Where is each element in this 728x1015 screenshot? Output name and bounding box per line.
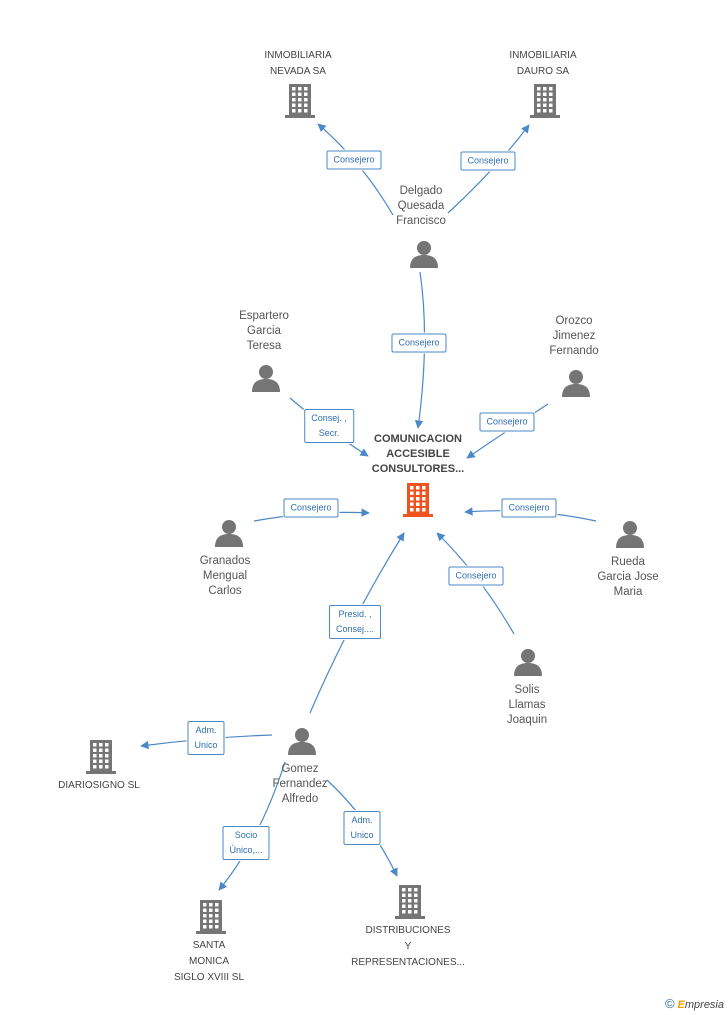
person-icon-espartero[interactable] — [252, 365, 280, 392]
building-icon-distribuciones[interactable] — [395, 885, 425, 919]
company-name-distribuciones-line: DISTRIBUCIONES — [365, 925, 451, 936]
person-name-solis-line: Joaquin — [506, 714, 548, 726]
brand-name: mpresia — [684, 999, 724, 1011]
person-name-delgado-line: Delgado — [399, 185, 443, 197]
edge-label-granados-comunicacion[interactable]: Consejero — [283, 498, 339, 518]
edge-label-espartero-comunicacion[interactable]: Consej. , Secr. — [304, 409, 354, 443]
edge-label-line: Presid. , — [338, 609, 372, 619]
edge-label-line: Consej.... — [335, 624, 375, 634]
person-icon-solis[interactable] — [514, 649, 542, 676]
person-name-gomez-line: Fernandez — [272, 778, 328, 790]
edge-label-line: Unico — [194, 740, 218, 750]
person-name-orozco-line: Orozco — [555, 315, 593, 327]
center-company-name-line: ACCESIBLE — [386, 448, 450, 460]
person-name-granados-line: Mengual — [202, 570, 248, 582]
company-name-inmob-nevada-line: INMOBILIARIA — [264, 50, 332, 61]
edge-label-delgado-inmob-nevada[interactable]: Consejero — [326, 150, 382, 170]
person-name-gomez-line: Gomez — [281, 763, 319, 775]
edge-label-line: Consejero — [398, 337, 440, 348]
center-building-icon[interactable] — [403, 483, 433, 517]
company-name-santa-monica-line: SANTA — [192, 940, 226, 951]
edge-label-solis-comunicacion[interactable]: Consejero — [448, 566, 504, 586]
company-name-distribuciones: DISTRIBUCIONES Y REPRESENTACIONES... — [351, 923, 465, 971]
building-icon-diariosigno[interactable] — [86, 740, 116, 774]
edge-label-line: Adm. — [195, 725, 217, 735]
edge-label-rueda-comunicacion[interactable]: Consejero — [501, 498, 557, 518]
person-name-orozco-line: Jimenez — [552, 330, 596, 342]
edge-label-line: Consejero — [333, 154, 375, 165]
building-icon-inmob-nevada[interactable] — [285, 84, 315, 118]
edge-label-orozco-comunicacion[interactable]: Consejero — [479, 412, 535, 432]
center-company-name: COMUNICACION ACCESIBLE CONSULTORES... — [372, 432, 465, 477]
company-name-inmob-dauro-line: INMOBILIARIA — [509, 50, 577, 61]
person-icon-gomez[interactable] — [288, 728, 316, 755]
edge-label-line: Consejero — [486, 416, 528, 427]
edge-label-line: Consej. , — [311, 413, 347, 423]
brand-footer: ©Empresia — [665, 996, 724, 1011]
edge-label-line: Consejero — [508, 502, 550, 513]
company-name-santa-monica-line: MONICA — [189, 956, 229, 967]
center-company-name-line: CONSULTORES... — [371, 463, 465, 475]
edge-label-line: Unico — [350, 830, 374, 840]
person-name-delgado-line: Francisco — [396, 215, 446, 227]
company-name-distribuciones-line: REPRESENTACIONES... — [351, 957, 465, 968]
company-name-distribuciones-line: Y — [404, 941, 412, 952]
person-name-rueda-line: Rueda — [611, 556, 645, 568]
edge-label-line: Adm. — [351, 815, 373, 825]
building-icon-santa-monica[interactable] — [196, 900, 226, 934]
edge-label-gomez-diariosigno[interactable]: Adm. Unico — [187, 721, 225, 755]
company-name-inmob-dauro: INMOBILIARIA DAURO SA — [509, 48, 576, 80]
company-name-santa-monica: SANTA MONICA SIGLO XVIII SL — [174, 938, 244, 986]
edge-label-gomez-comunicacion[interactable]: Presid. , Consej.... — [328, 605, 382, 639]
person-icon-rueda[interactable] — [616, 521, 644, 548]
person-name-granados-line: Granados — [199, 555, 251, 567]
center-company-name-line: COMUNICACION — [374, 433, 462, 445]
company-name-inmob-nevada-line: NEVADA SA — [270, 66, 326, 77]
person-name-gomez-line: Alfredo — [281, 793, 319, 805]
person-name-rueda-line: Garcia Jose — [597, 571, 659, 583]
edge-label-delgado-comunicacion[interactable]: Consejero — [391, 333, 447, 353]
company-name-diariosigno: DIARIOSIGNO SL — [58, 778, 140, 794]
person-icon-orozco[interactable] — [562, 370, 590, 397]
edge-label-delgado-inmob-dauro[interactable]: Consejero — [460, 151, 516, 171]
edge-label-line: Consejero — [290, 502, 332, 513]
building-icon-inmob-dauro[interactable] — [530, 84, 560, 118]
person-name-espartero-line: Garcia — [247, 325, 281, 337]
edge-label-line: Socio — [234, 830, 258, 840]
person-name-delgado-line: Quesada — [397, 200, 445, 212]
edge-label-gomez-distribuciones[interactable]: Adm. Unico — [343, 811, 381, 845]
person-name-solis-line: Solis — [514, 684, 540, 696]
person-name-granados-line: Carlos — [208, 585, 242, 597]
company-name-inmob-nevada: INMOBILIARIA NEVADA SA — [264, 48, 331, 80]
person-name-orozco-line: Fernando — [549, 345, 599, 357]
company-name-santa-monica-line: SIGLO XVIII SL — [173, 972, 245, 983]
edge-label-line: Único,... — [229, 845, 263, 855]
person-icon-granados[interactable] — [215, 520, 243, 547]
edge-label-line: Consejero — [455, 570, 497, 581]
edge-delgado-inmob-nevada — [317, 123, 394, 216]
brand-initial: E — [677, 999, 685, 1011]
person-name-espartero-line: Espartero — [239, 310, 289, 322]
person-name-solis-line: Llamas — [508, 699, 546, 711]
person-name-espartero-line: Teresa — [246, 340, 282, 352]
copyright-symbol: © — [664, 996, 675, 1011]
person-name-rueda-line: Maria — [613, 586, 643, 598]
person-icon-delgado[interactable] — [410, 241, 438, 268]
company-name-inmob-dauro-line: DAURO SA — [516, 66, 570, 77]
edge-label-line: Secr. — [318, 428, 340, 438]
company-name-diariosigno-line: DIARIOSIGNO SL — [58, 780, 140, 791]
edge-label-line: Consejero — [467, 155, 509, 166]
